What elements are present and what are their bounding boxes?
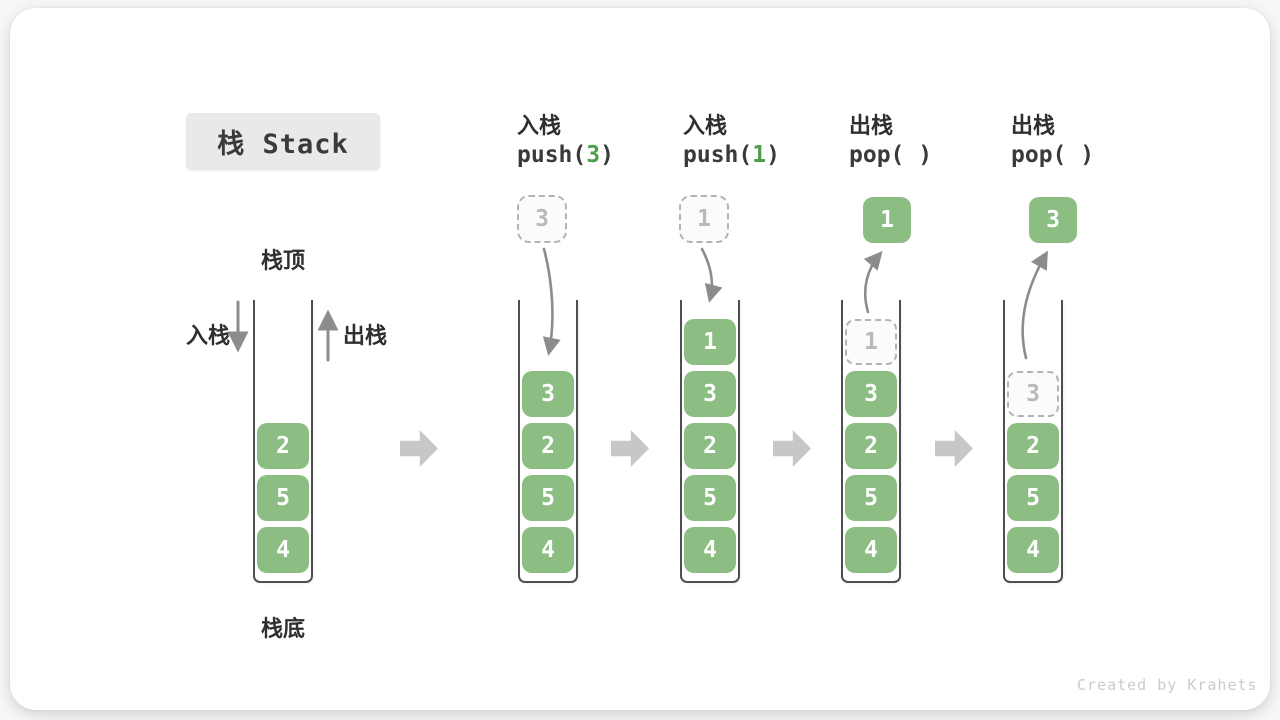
ghost-cell: 1 [845, 319, 897, 365]
op-code-label: push(3) [517, 142, 614, 168]
stack-cell: 2 [845, 423, 897, 469]
popped-value-box: 1 [863, 197, 911, 243]
push-side-label: 入栈 [186, 323, 231, 348]
stack-cell: 4 [845, 527, 897, 573]
op-code-label: pop( ) [1011, 142, 1095, 168]
stack-cell: 2 [684, 423, 736, 469]
stack-cell: 5 [1007, 475, 1059, 521]
popped-value-box: 3 [1029, 197, 1077, 243]
op-code-label: push(1) [683, 142, 780, 168]
incoming-value-box: 3 [517, 195, 567, 243]
op-arg: 3 [586, 142, 601, 168]
stack-cell: 3 [845, 371, 897, 417]
op-cn-label: 出栈 [849, 113, 894, 138]
stack-cell: 4 [522, 527, 574, 573]
op-label-pop-3: 出栈 pop( ) [1011, 108, 1094, 168]
stack-cell: 2 [257, 423, 309, 469]
op-arg [904, 142, 918, 168]
diagram-title: 栈 Stack [217, 129, 349, 160]
stack-cell: 5 [522, 475, 574, 521]
stack-cell: 3 [684, 371, 736, 417]
stack-cell: 5 [257, 475, 309, 521]
stack-cell: 1 [684, 319, 736, 365]
stack-cell: 4 [257, 527, 309, 573]
stack-cell: 2 [522, 423, 574, 469]
op-label-pop-1: 出栈 pop( ) [849, 108, 932, 168]
stack-cell: 4 [684, 527, 736, 573]
stack-top-label: 栈顶 [261, 248, 306, 273]
op-cn-label: 入栈 [517, 113, 562, 138]
ghost-cell: 3 [1007, 371, 1059, 417]
op-arg: 1 [752, 142, 767, 168]
stack-cell: 3 [522, 371, 574, 417]
op-label-push-3: 入栈 push(3) [517, 108, 614, 168]
stack-bottom-label: 栈底 [261, 616, 306, 641]
diagram-title-box: 栈 Stack [186, 113, 380, 170]
stack-cell: 5 [845, 475, 897, 521]
op-code-label: pop( ) [849, 142, 933, 168]
op-label-push-1: 入栈 push(1) [683, 108, 780, 168]
pop-side-label: 出栈 [343, 323, 388, 348]
stack-cell: 5 [684, 475, 736, 521]
op-cn-label: 入栈 [683, 113, 728, 138]
watermark: Created by Krahets [1077, 676, 1258, 694]
stack-cell: 2 [1007, 423, 1059, 469]
incoming-value-box: 1 [679, 195, 729, 243]
stack-cell: 4 [1007, 527, 1059, 573]
op-arg [1066, 142, 1080, 168]
op-cn-label: 出栈 [1011, 113, 1056, 138]
